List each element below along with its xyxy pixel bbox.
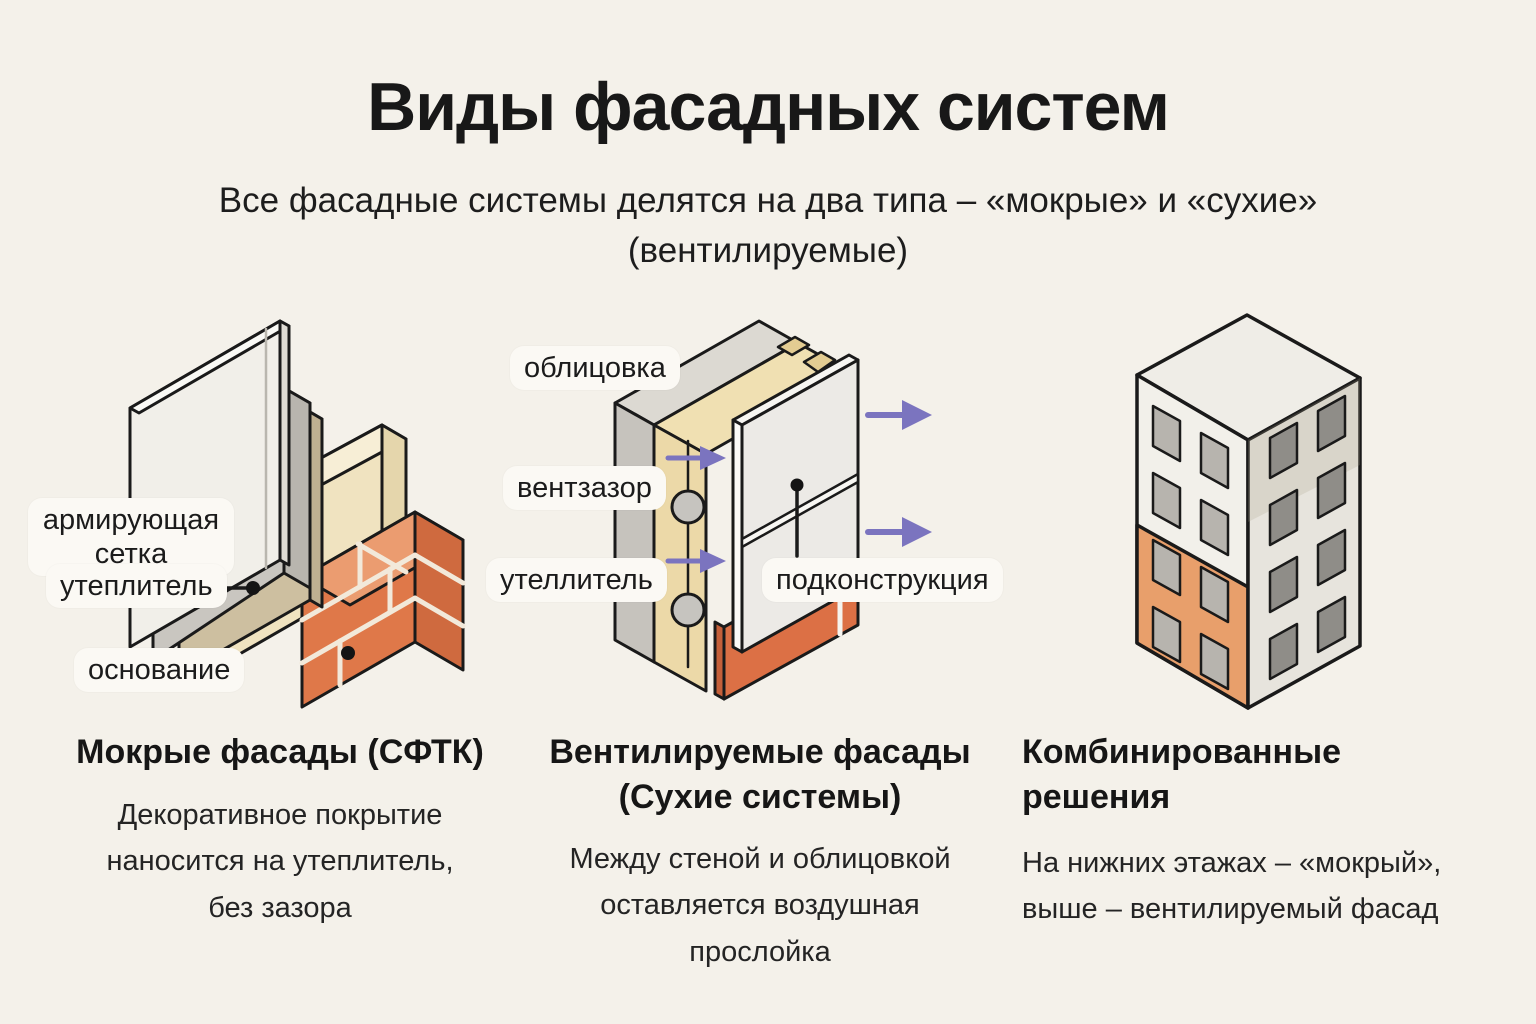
batten-profiles (776, 335, 837, 374)
base-leader-dot (341, 646, 355, 660)
mortar-joints (299, 541, 466, 688)
wet-facade-heading: Мокрые фасады (СФТК) (76, 733, 484, 771)
label-cladding: облицовка (510, 346, 680, 391)
airflow-arrow-head (700, 549, 726, 573)
subtitle-line2: (вентилируемые) (627, 230, 909, 270)
substructure-leader-dot (790, 478, 804, 492)
panel-seam (740, 472, 860, 549)
label-reinforcing-mesh: армирующая сетка (28, 498, 234, 577)
ventilated-facade-description: Между стеной и облицовкой оставляется во… (569, 843, 951, 968)
wet-facade-description: Декоративное покрытие наносится на утепл… (106, 799, 454, 924)
building-windows-left (1151, 404, 1230, 691)
label-substructure: подконструкция (762, 558, 1003, 603)
label-base: основание (74, 648, 245, 693)
page-title: Виды фасадных систем (367, 69, 1170, 145)
airflow-arrow-head (700, 446, 726, 470)
label-insulation-wet: утеплитель (46, 564, 227, 609)
airflow-arrow-head (902, 517, 932, 547)
building-windows-right (1268, 394, 1347, 681)
label-insulation-vent: утеллитель (486, 558, 667, 603)
airflow-arrows (665, 400, 932, 573)
combined-building-diagram (1135, 313, 1362, 710)
airflow-arrow-head (902, 400, 932, 430)
anchor-dowels (670, 439, 706, 669)
ventilated-facade-heading: Вентилируемые фасады (Сухие системы) (549, 733, 971, 817)
combined-description: На нижних этажах – «мокрый», выше – вент… (1022, 847, 1442, 926)
insulation-leader-dot (246, 581, 260, 595)
wet-facade-diagram (128, 319, 466, 709)
brick-base-block (299, 510, 466, 709)
combined-heading: Комбинированные решения (1022, 733, 1342, 817)
page-subtitle: Все фасадные системы делятся на два типа… (0, 176, 1536, 275)
substructure-leader (790, 478, 804, 558)
subtitle-line1: Все фасадные системы делятся на два типа… (218, 181, 1318, 220)
label-vent-gap: вентзазор (503, 466, 666, 511)
